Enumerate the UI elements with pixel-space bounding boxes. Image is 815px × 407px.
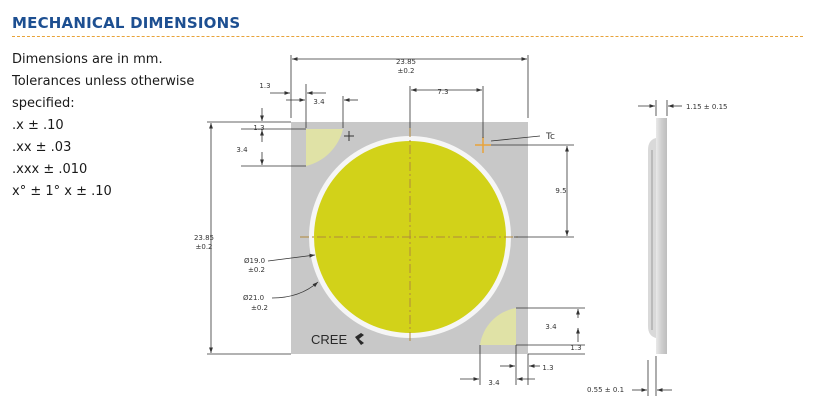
section-title: MECHANICAL DIMENSIONS <box>12 14 241 32</box>
corner-tab-value: 3.4 <box>236 146 248 154</box>
width-tolerance: ±0.2 <box>398 67 415 75</box>
section-divider <box>12 36 803 37</box>
les-diameter-tolerance: ±0.2 <box>248 266 265 274</box>
side-view: 1.15 ± 0.15 0.55 ± 0.1 <box>587 100 728 396</box>
brand-chevron-icon <box>355 333 364 345</box>
dimension-labels: 23.85 ±0.2 7.3 1.3 3.4 1.3 3.4 23.85 ±0.… <box>194 58 582 387</box>
units-note: Dimensions are in mm. <box>12 52 163 67</box>
tolerance-intro-line-1: Tolerances unless otherwise <box>12 74 195 89</box>
tc-vertical-value: 9.5 <box>555 187 566 195</box>
brand-logo: CREE <box>311 332 347 347</box>
top-view: CREE <box>291 122 528 354</box>
bottom-right-pad <box>480 308 516 345</box>
left-tab-value: 3.4 <box>313 98 325 106</box>
tolerance-notes: Dimensions are in mm. Tolerances unless … <box>12 49 222 203</box>
br-gap-horizontal-value: 1.3 <box>542 364 553 372</box>
width-value: 23.85 <box>396 58 416 66</box>
height-value: 23.85 <box>194 234 214 242</box>
height-tolerance: ±0.2 <box>196 243 213 251</box>
side-substrate <box>656 118 667 354</box>
substrate-thickness-value: 0.55 ± 0.1 <box>587 386 624 394</box>
les-diameter-value: Ø19.0 <box>244 257 265 265</box>
ring-diameter-value: Ø21.0 <box>243 294 264 302</box>
tolerance-angle: x° ± 1° x ± .10 <box>12 184 112 199</box>
dimension-lines <box>207 55 585 385</box>
tolerance-intro-line-2: specified: <box>12 96 75 111</box>
top-left-pad <box>306 129 343 166</box>
tolerance-xx: .xx ± .03 <box>12 140 72 155</box>
corner-gap-value: 1.3 <box>253 124 264 132</box>
tc-point-icon <box>475 137 491 153</box>
tolerance-xxx: .xxx ± .010 <box>12 162 88 177</box>
br-tab-vertical-value: 3.4 <box>545 323 557 331</box>
br-tab-horizontal-value: 3.4 <box>488 379 500 387</box>
tc-offset-value: 7.3 <box>437 88 448 96</box>
lens-thickness-value: 1.15 ± 0.15 <box>686 103 728 111</box>
ring-diameter-tolerance: ±0.2 <box>251 304 268 312</box>
tc-label: Tc <box>545 132 555 142</box>
tolerance-x: .x ± .10 <box>12 118 64 133</box>
br-gap-vertical-value: 1.3 <box>570 344 581 352</box>
polarity-plus-icon <box>344 131 354 141</box>
left-gap-value: 1.3 <box>259 82 270 90</box>
